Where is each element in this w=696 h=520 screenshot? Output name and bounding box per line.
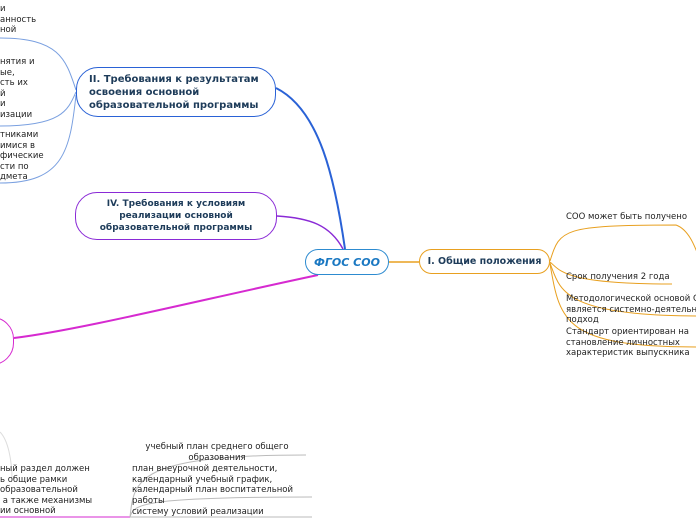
general-item-1[interactable]: СОО может быть получено [566, 212, 688, 222]
general-item-2[interactable]: Срок получения 2 года [566, 272, 670, 282]
branch-results-label: II. Требования к результатам освоения ос… [89, 73, 259, 111]
edge-results-frag3 [0, 94, 77, 184]
results-fragment-2[interactable]: нятия и ые, сть их й и изации [0, 57, 35, 120]
center-node[interactable]: ФГОС СОО [305, 249, 389, 275]
branch-general-node[interactable]: I. Общие положения [419, 249, 550, 274]
general-item-4[interactable]: Стандарт ориентирован на становление лич… [566, 327, 690, 358]
edge-left-fragment [0, 431, 13, 481]
edge-center-conditions [276, 215, 344, 250]
branch-results-node[interactable]: II. Требования к результатам освоения ос… [76, 67, 276, 117]
results-fragment-1[interactable]: и анность ной [0, 4, 37, 35]
edge-structure-item1 [129, 454, 307, 518]
structure-item-1[interactable]: учебный план среднего общего образования [145, 442, 289, 463]
results-fragment-3[interactable]: тниками имися в фические сти по дмета [0, 130, 44, 182]
branch-conditions-node[interactable]: IV. Требования к условиям реализации осн… [75, 192, 277, 240]
structure-left-fragment[interactable]: ный раздел должен ь общие рамки образова… [0, 464, 93, 516]
edge-center-results [275, 87, 346, 250]
edge-center-structure [13, 274, 319, 339]
branch-general-label: I. Общие положения [427, 256, 542, 267]
edge-general-item4 [549, 263, 696, 348]
edge-results-frag1 [0, 37, 77, 91]
edge-results-frag2 [0, 91, 77, 127]
edge-general-item1 [549, 224, 696, 262]
branch-conditions-label: IV. Требования к условиям реализации осн… [99, 199, 253, 233]
edge-structure-item2 [129, 496, 313, 518]
structure-item-3[interactable]: систему условий реализации [132, 507, 264, 517]
general-item-3[interactable]: Методологической основой С является сист… [566, 294, 696, 325]
center-label: ФГОС СОО [314, 255, 380, 269]
edge-general-item3 [549, 262, 696, 317]
structure-item-2[interactable]: план внеурочной деятельности, календарны… [132, 464, 294, 506]
edge-general-item2 [549, 261, 673, 285]
